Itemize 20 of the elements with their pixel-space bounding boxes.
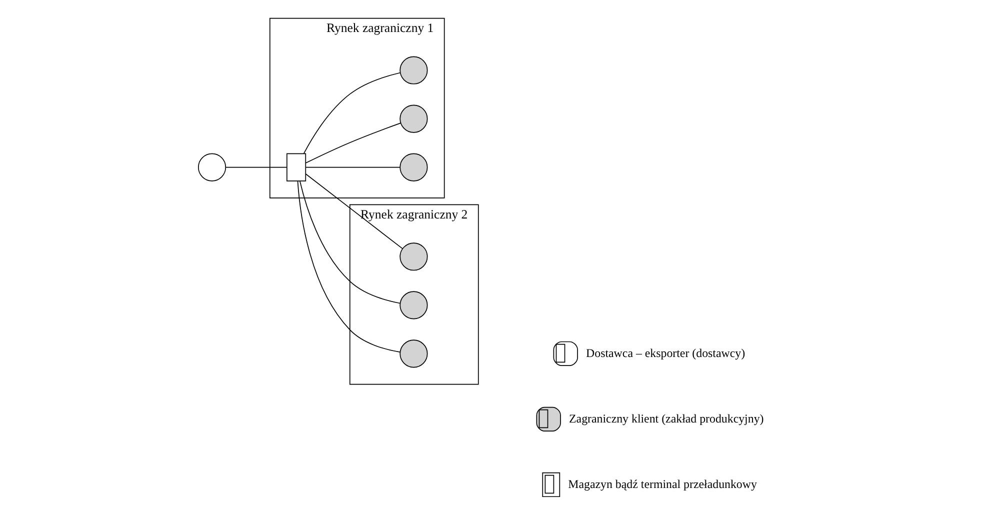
node-circle [400,242,428,271]
node-circle [400,291,428,320]
connector [305,166,400,168]
cluster: Rynek zagraniczny 1 [269,18,445,198]
legend-label: Zagraniczny klient (zakład produkcyjny) [569,411,764,426]
cluster: Rynek zagraniczny 2 [349,204,479,385]
node-circle [198,153,226,182]
connector [303,72,401,154]
connector [297,180,400,353]
connector [305,174,403,249]
node-box [286,153,306,182]
node-circle [400,104,428,133]
node-circle [400,340,428,368]
connector [300,180,400,304]
legend-label: Dostawca – eksporter (dostawcy) [586,346,746,360]
connector [306,122,402,164]
legend-label: Magazyn bądź terminal przeładunkowy [568,476,757,491]
node-circle [400,153,428,182]
node-circle [400,56,428,84]
connector [225,166,288,168]
